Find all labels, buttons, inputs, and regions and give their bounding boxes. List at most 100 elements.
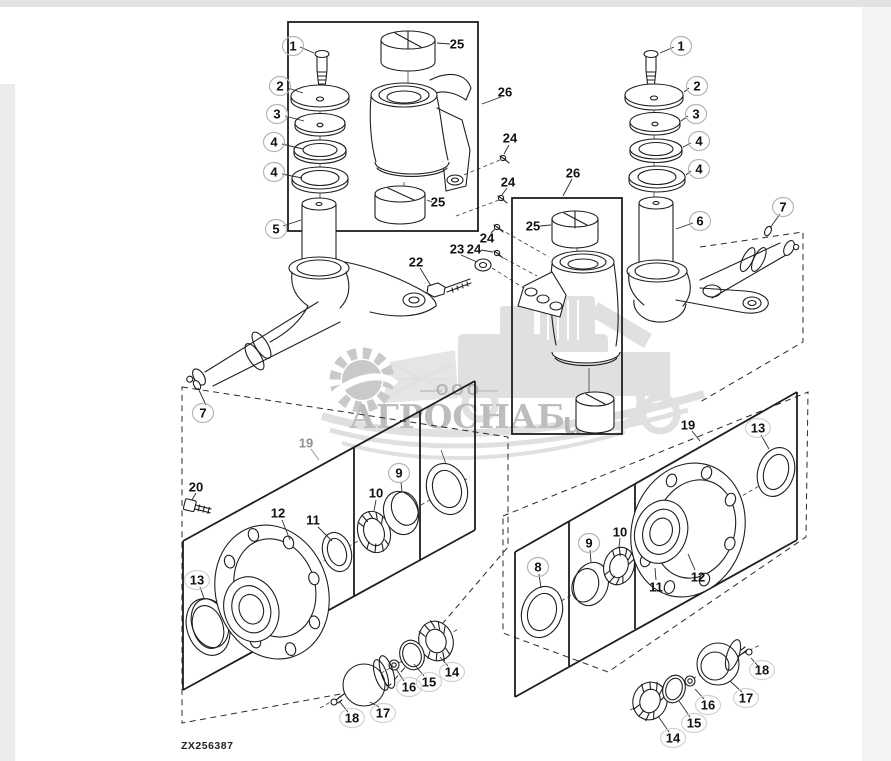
- callout-26: 26: [562, 166, 580, 197]
- callout-18: 18: [338, 701, 366, 729]
- right-bearing-kit-band: [514, 391, 798, 698]
- callout-20: 20: [189, 480, 203, 501]
- svg-text:16: 16: [701, 698, 715, 713]
- callout-22: 22: [409, 255, 432, 287]
- svg-text:16: 16: [402, 680, 416, 695]
- callout-4: 4: [262, 161, 303, 183]
- callout-24: 24: [480, 228, 496, 246]
- watermark-gear-icon: [329, 347, 399, 413]
- ring-part-15-right: [662, 674, 686, 704]
- svg-text:7: 7: [779, 200, 786, 215]
- svg-text:15: 15: [422, 675, 436, 690]
- callout-25: 25: [436, 37, 464, 52]
- svg-text:19: 19: [681, 418, 695, 433]
- bearing-cone-part-10-right: [603, 546, 635, 586]
- bolt-part-22: [426, 278, 472, 298]
- top-edge-strip: [0, 0, 891, 7]
- svg-text:19: 19: [299, 436, 313, 451]
- svg-text:6: 6: [696, 214, 703, 229]
- callout-9: 9: [577, 532, 601, 563]
- ring-part-11-left: [321, 531, 353, 573]
- image-code: ZX256387: [181, 740, 233, 752]
- callout-19: 19: [299, 436, 320, 461]
- callout-15: 15: [413, 663, 443, 693]
- svg-text:10: 10: [613, 525, 627, 540]
- callout-1: 1: [659, 35, 693, 57]
- screw-24-a: [499, 154, 510, 164]
- bearing-cup-part-9-right: [571, 561, 610, 607]
- seal-ring-part-4b-right: [628, 165, 686, 193]
- callout-25: 25: [426, 195, 445, 210]
- hub-cap-part-17-left: [342, 655, 396, 707]
- callout-7: 7: [191, 387, 215, 424]
- cap-screw-part-1-left: [314, 49, 330, 85]
- svg-text:24: 24: [480, 231, 495, 246]
- seal-ring-part-4a-right: [629, 138, 683, 164]
- seal-part-13-left: [185, 598, 231, 656]
- left-hub-dashed-outline: [181, 386, 509, 724]
- right-steering-knuckle: [626, 225, 800, 323]
- seal-part-8-left: [425, 462, 469, 516]
- callout-2: 2: [268, 75, 304, 97]
- svg-text:2: 2: [693, 79, 700, 94]
- callout-23: 23: [450, 242, 478, 263]
- right-spindle-collar: [739, 247, 767, 273]
- callout-4: 4: [262, 131, 304, 153]
- bolt-part-18-left: [330, 693, 345, 706]
- svg-text:4: 4: [270, 165, 278, 180]
- callout-5: 5: [264, 218, 302, 240]
- washer-part-23: [474, 258, 492, 272]
- svg-text:5: 5: [272, 222, 279, 237]
- left-spindle-collar: [244, 331, 272, 371]
- callout-10: 10: [613, 525, 627, 548]
- right-edge-strip: [862, 7, 891, 761]
- svg-text:9: 9: [395, 466, 402, 481]
- callout-16: 16: [395, 668, 423, 698]
- svg-text:1: 1: [677, 39, 684, 54]
- svg-text:11: 11: [306, 513, 320, 528]
- svg-text:4: 4: [270, 135, 278, 150]
- svg-text:20: 20: [189, 480, 203, 495]
- callout-16: 16: [694, 688, 722, 716]
- callout-4: 4: [682, 130, 711, 152]
- watermark-company-name: АГРОСНАБ: [349, 397, 565, 436]
- kingpin-part-5: [301, 197, 337, 269]
- washer-part-3-right: [629, 111, 681, 136]
- screw-24-b: [497, 194, 508, 204]
- svg-text:8: 8: [534, 560, 541, 575]
- wheel-hub-part-12-left: [214, 524, 330, 660]
- callout-25: 25: [526, 219, 552, 234]
- callout-14: 14: [438, 656, 466, 683]
- callout-24: 24: [503, 131, 518, 155]
- grease-cap-part-7-right: [763, 225, 773, 237]
- right-knuckle-dashed-outline: [699, 231, 804, 403]
- callout-7: 7: [769, 196, 795, 229]
- callout-24: 24: [501, 175, 516, 196]
- svg-text:9: 9: [585, 536, 592, 551]
- svg-text:14: 14: [445, 665, 460, 680]
- right-fastener-stack: [624, 49, 686, 275]
- callout-11: 11: [649, 567, 663, 595]
- svg-text:3: 3: [273, 107, 280, 122]
- svg-text:1: 1: [289, 39, 296, 54]
- hub-cap-part-17-right: [696, 639, 742, 686]
- svg-text:15: 15: [687, 716, 701, 731]
- seal-left-leader: [440, 449, 447, 465]
- callout-24: 24: [467, 242, 494, 257]
- right-hub-dashed-outline: [502, 391, 809, 673]
- svg-text:11: 11: [649, 580, 663, 595]
- left-fastener-stack: [290, 49, 350, 269]
- bushing-25-upper-right: [551, 210, 599, 249]
- svg-text:3: 3: [692, 107, 699, 122]
- callout-4: 4: [685, 158, 711, 180]
- svg-text:24: 24: [467, 242, 482, 257]
- right-spindle-tip: [783, 239, 800, 257]
- callout-13: 13: [183, 569, 211, 599]
- svg-text:17: 17: [376, 706, 390, 721]
- svg-text:12: 12: [271, 506, 285, 521]
- callout-3: 3: [680, 103, 708, 125]
- bolt-part-18-right: [738, 646, 753, 657]
- callout-19: 19: [681, 418, 701, 442]
- ring-part-13-right: [756, 447, 796, 497]
